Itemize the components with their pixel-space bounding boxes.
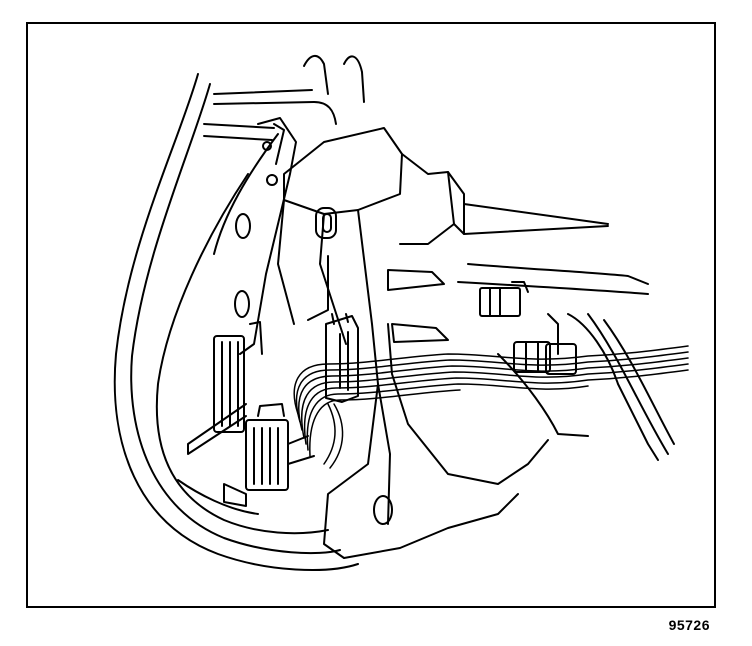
lower-plate (324, 270, 548, 558)
top-tabs (204, 56, 364, 140)
right-connectors (480, 282, 576, 374)
center-connector (326, 314, 358, 402)
housing-shell (115, 74, 358, 570)
illustration-frame (26, 22, 716, 608)
support-rod (458, 204, 648, 294)
wire-harness (294, 346, 688, 468)
mounting-bracket (235, 118, 296, 354)
main-block (278, 128, 464, 524)
wiring-harness-illustration (28, 24, 714, 606)
lower-left-connectors (178, 336, 314, 514)
figure-number: 95726 (668, 617, 710, 633)
